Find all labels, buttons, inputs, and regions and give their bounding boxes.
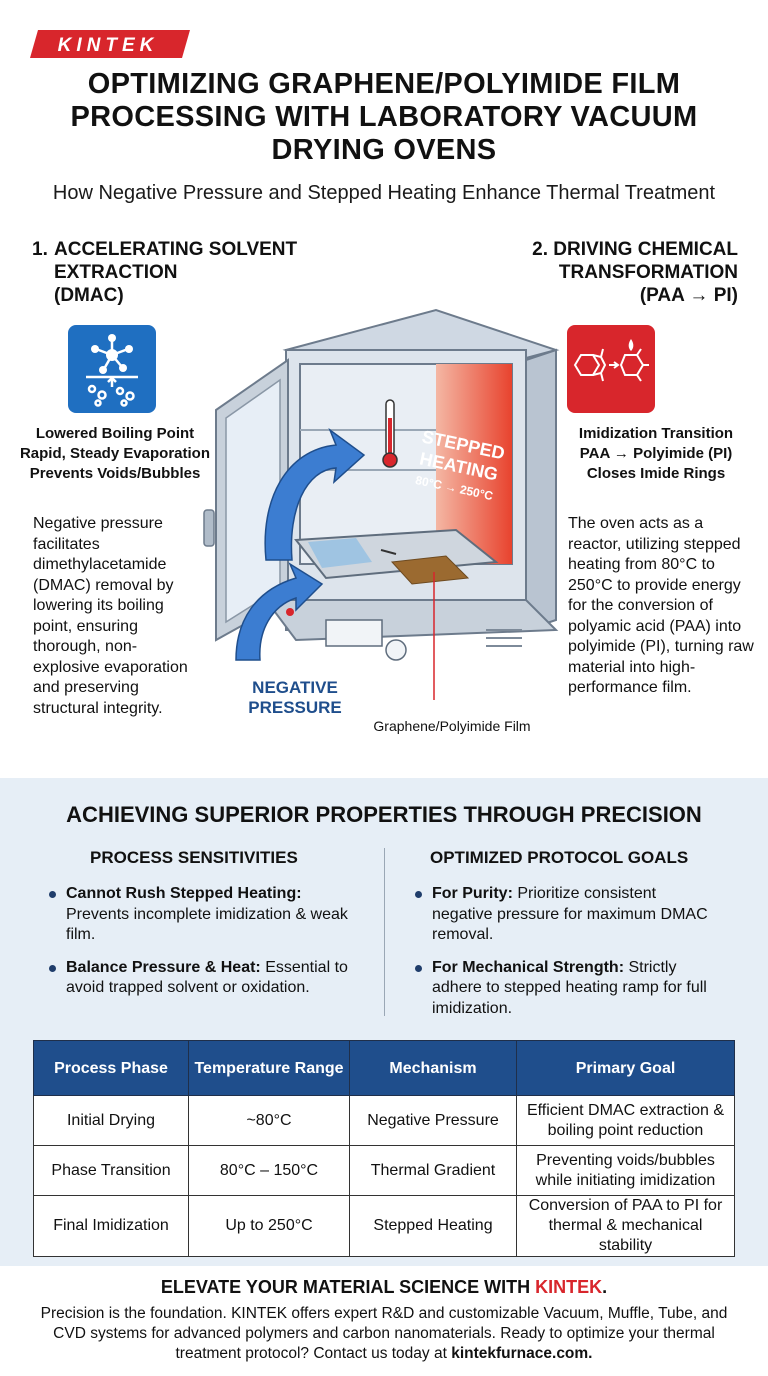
list-item-title: For Purity: xyxy=(432,885,513,902)
table-cell: Phase Transition xyxy=(33,1145,189,1196)
negative-pressure-label-line: NEGATIVE xyxy=(252,678,338,697)
precision-heading: ACHIEVING SUPERIOR PROPERTIES THROUGH PR… xyxy=(66,802,702,827)
list-item: For Mechanical Strength: Strictly adhere… xyxy=(414,958,714,1020)
footer-body: Precision is the foundation. KINTEK offe… xyxy=(40,1305,728,1362)
section1-heading: 1. ACCELERATING SOLVENT EXTRACTION (DMAC) xyxy=(32,238,322,307)
section2-description: The oven acts as a reactor, utilizing st… xyxy=(568,515,754,696)
table-cell: Conversion of PAA to PI for thermal & me… xyxy=(516,1195,735,1257)
table-header: Temperature Range xyxy=(188,1040,350,1096)
list-item-text: Prioritize consistent negative pressure … xyxy=(432,885,708,943)
section1-heading-line: EXTRACTION xyxy=(54,262,178,283)
highlight-item: Rapid, Steady Evaporation xyxy=(19,445,211,462)
website-link[interactable]: kintekfurnace.com. xyxy=(451,1345,593,1362)
table-row: Phase Transition 80°C – 150°C Thermal Gr… xyxy=(33,1145,735,1196)
protocol-goals-heading: OPTIMIZED PROTOCOL GOALS xyxy=(430,848,689,867)
table-cell: ~80°C xyxy=(188,1095,350,1146)
negative-pressure-label-line: PRESSURE xyxy=(248,698,342,717)
section1-heading-line: (DMAC) xyxy=(54,285,124,306)
table-header: Mechanism xyxy=(349,1040,517,1096)
section2-heading-line: 2. DRIVING CHEMICAL xyxy=(532,239,738,260)
molecule-evaporation-icon xyxy=(68,325,156,413)
footer-heading-suffix: . xyxy=(602,1277,608,1297)
footer-brand: KINTEK xyxy=(535,1277,603,1297)
highlight-item: PAA → Polyimide (PI) xyxy=(579,445,733,462)
table-cell: Preventing voids/bubbles while initiatin… xyxy=(516,1145,735,1196)
highlight-item: Closes Imide Rings xyxy=(586,465,726,482)
table-cell: Efficient DMAC extraction & boiling poin… xyxy=(516,1095,735,1146)
list-item-title: Balance Pressure & Heat: xyxy=(66,958,261,976)
list-item: Cannot Rush Stepped Heating: Prevents in… xyxy=(48,884,348,946)
page-title: OPTIMIZING GRAPHENE/POLYIMIDE FILM PROCE… xyxy=(70,68,698,166)
table-header-row: Process Phase Temperature Range Mechanis… xyxy=(33,1040,735,1096)
table-cell: Stepped Heating xyxy=(349,1195,517,1257)
section2-heading-line: TRANSFORMATION xyxy=(558,262,738,283)
process-sensitivities-heading: PROCESS SENSITIVITIES xyxy=(90,848,298,867)
footer-heading-prefix: ELEVATE YOUR MATERIAL SCIENCE WITH xyxy=(160,1277,536,1297)
kintek-logo: KINTEK xyxy=(30,30,190,58)
list-item-title: Cannot Rush Stepped Heating: xyxy=(66,885,302,902)
page-subtitle: How Negative Pressure and Stepped Heatin… xyxy=(52,182,716,204)
table-cell: Up to 250°C xyxy=(188,1195,350,1257)
process-table: Process Phase Temperature Range Mechanis… xyxy=(33,1040,735,1257)
section2-highlights: Imidization Transition PAA → Polyimide (… xyxy=(560,424,752,484)
highlight-item: Lowered Boiling Point xyxy=(35,425,195,442)
list-item-text: Essential to avoid trapped solvent or ox… xyxy=(66,958,348,997)
imidization-reaction-icon xyxy=(567,325,655,413)
table-cell: 80°C – 150°C xyxy=(188,1145,350,1196)
table-row: Final Imidization Up to 250°C Stepped He… xyxy=(33,1195,735,1257)
negative-pressure-label: NEGATIVE PRESSURE xyxy=(240,678,350,718)
list-item: Balance Pressure & Heat: Essential to av… xyxy=(48,958,348,999)
logo-text: KINTEK xyxy=(58,35,159,56)
table-cell: Final Imidization xyxy=(33,1195,189,1257)
goals-list: For Purity: Prioritize consistent negati… xyxy=(414,884,714,1031)
highlight-item: Imidization Transition xyxy=(578,425,734,442)
film-label: Graphene/Polyimide Film xyxy=(373,718,531,734)
table-header: Process Phase xyxy=(33,1040,189,1096)
footer-heading: ELEVATE YOUR MATERIAL SCIENCE WITH KINTE… xyxy=(0,1277,768,1298)
section2-heading: 2. DRIVING CHEMICAL TRANSFORMATION (PAA … xyxy=(480,238,738,307)
highlight-item: Prevents Voids/Bubbles xyxy=(29,465,201,482)
vacuum-oven-illustration: STEPPED HEATING 80°C → 250°C xyxy=(203,308,560,700)
list-item-text: Prevents incomplete imidization & weak f… xyxy=(66,905,348,944)
footer-text: Precision is the foundation. KINTEK offe… xyxy=(30,1304,738,1364)
section1-description: Negative pressure facilitates dimethylac… xyxy=(33,515,188,717)
table-row: Initial Drying ~80°C Negative Pressure E… xyxy=(33,1095,735,1146)
list-item: For Purity: Prioritize consistent negati… xyxy=(414,884,714,946)
section1-highlights: Lowered Boiling Point Rapid, Steady Evap… xyxy=(12,424,218,484)
section1-heading-line: ACCELERATING SOLVENT xyxy=(54,239,298,260)
section1-number: 1. xyxy=(32,239,48,260)
table-header: Primary Goal xyxy=(516,1040,735,1096)
column-divider xyxy=(384,848,385,1016)
table-cell: Negative Pressure xyxy=(349,1095,517,1146)
list-item-title: For Mechanical Strength: xyxy=(432,958,625,976)
section2-heading-line: (PAA → PI) xyxy=(639,285,738,306)
table-cell: Thermal Gradient xyxy=(349,1145,517,1196)
table-cell: Initial Drying xyxy=(33,1095,189,1146)
list-item-text: Strictly adhere to stepped heating ramp … xyxy=(432,958,707,1017)
sensitivities-list: Cannot Rush Stepped Heating: Prevents in… xyxy=(48,884,348,1011)
